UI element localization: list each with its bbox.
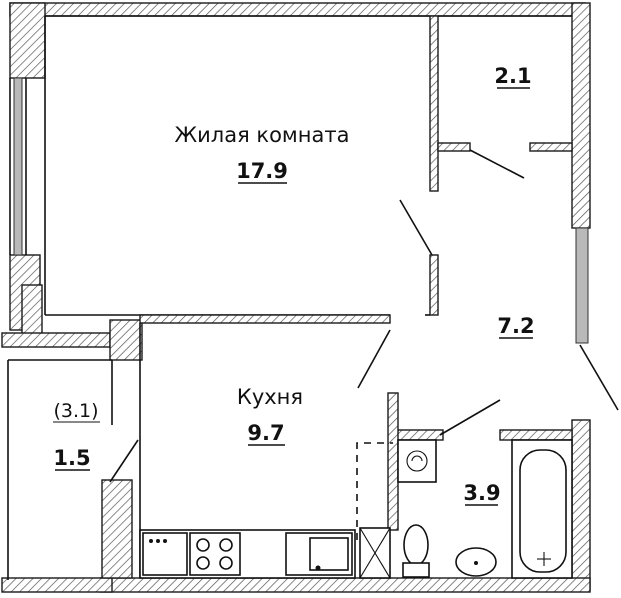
door-kitchen [357, 329, 391, 389]
wall-right-lower [571, 419, 591, 591]
kitchen-label: Кухня [237, 385, 303, 409]
partition-storage-right [529, 142, 573, 152]
wall-top [9, 2, 586, 17]
wall-bottom [99, 577, 591, 593]
stove [189, 532, 241, 576]
door-balcony [579, 344, 619, 411]
door-loggia [109, 439, 139, 483]
partition-kitchen-top [139, 314, 391, 324]
kitchen-area: 9.7 [247, 421, 284, 445]
hall-area: 7.2 [497, 314, 534, 338]
window-right [575, 227, 589, 344]
wall-loggia-left-top [1, 332, 111, 348]
wall-kitchen-left-top [109, 319, 143, 361]
door-storage [469, 149, 525, 179]
wall-left-strip [21, 284, 43, 336]
wall-loggia-bottom [1, 577, 113, 593]
living-room-label: Жилая комната [175, 123, 350, 147]
partition-bath-top-right [499, 429, 573, 441]
storage-area: 2.1 [494, 64, 531, 88]
door-living [399, 199, 433, 256]
loggia-full-area: (3.1) [53, 400, 98, 422]
washing-machine [397, 439, 437, 483]
wall-top-left-corner [9, 2, 46, 79]
partition-storage-left [437, 142, 471, 152]
living-room-area: 17.9 [236, 159, 288, 183]
window-left [13, 77, 23, 256]
bathroom-area: 3.9 [463, 481, 500, 505]
wall-right-upper [571, 2, 591, 229]
partition-bath-top-left [392, 429, 444, 441]
partition-living-east [429, 15, 439, 192]
wall-loggia-right [101, 479, 133, 579]
loggia-area: 1.5 [53, 446, 90, 470]
partition-living-east-lower [429, 254, 439, 316]
toilet [403, 524, 429, 566]
partition-bath-west [387, 392, 399, 531]
